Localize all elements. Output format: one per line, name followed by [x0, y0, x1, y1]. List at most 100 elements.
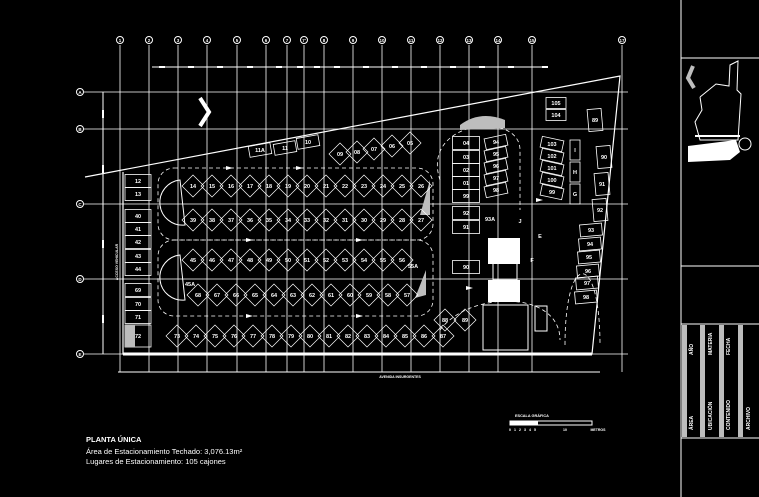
stall-number: 65 [252, 293, 258, 299]
stall-number: 95 [493, 152, 499, 158]
parking-stall [279, 324, 303, 348]
special-label: J [518, 219, 521, 225]
parking-stall [314, 174, 338, 198]
direction-arrow [246, 314, 253, 318]
service-room [534, 305, 548, 332]
side-access-label: ACCESO VEHICULAR [115, 243, 119, 280]
title-block-field: FECHA [726, 337, 732, 355]
dimension-text [314, 66, 320, 68]
stall-number: 44 [135, 267, 142, 273]
stall-number: 29 [380, 218, 386, 224]
parking-stall [539, 147, 565, 165]
stall-number: 97 [584, 281, 590, 287]
parking-stall [165, 324, 189, 348]
stall-number: 74 [193, 334, 200, 340]
stall-number: 24 [380, 184, 387, 190]
stall-number: 81 [326, 334, 332, 340]
stall-number: 16 [228, 184, 234, 190]
stall-number: 26 [418, 184, 424, 190]
grid-row-label: E [78, 352, 81, 357]
parking-stall [238, 248, 262, 272]
special-label: 55A [408, 264, 418, 270]
service-rooms [482, 304, 529, 351]
parking-stall [260, 324, 284, 348]
parking-stall [586, 107, 604, 133]
north-arrow-chevron [198, 96, 212, 128]
stall-number: 36 [247, 218, 253, 224]
stall-number: 03 [463, 155, 469, 161]
parking-stall [219, 174, 243, 198]
parking-stall [200, 248, 224, 272]
stall-number: 42 [135, 240, 141, 246]
stall-number: 100 [547, 178, 556, 184]
grid-column-label: 13 [466, 38, 472, 43]
grid-bubble [76, 350, 84, 358]
parking-stall [579, 222, 603, 238]
covered-area-note: Área de Estacionamiento Techado: 3,076.1… [86, 447, 243, 456]
direction-arrow [356, 238, 363, 242]
stall-number: 54 [361, 258, 368, 264]
dimension-text [217, 66, 223, 68]
title-block-field: ARCHIVO [746, 407, 752, 430]
grid-bubble [203, 36, 211, 44]
parking-stall [390, 248, 414, 272]
dimension-text [392, 66, 398, 68]
parking-stall [184, 324, 208, 348]
stall-number: 88 [442, 318, 448, 324]
stall-number: 19 [285, 184, 291, 190]
dimension-text [363, 66, 369, 68]
direction-arrow [226, 166, 233, 170]
grid-column-label: 10 [379, 38, 385, 43]
stall-number: 68 [195, 293, 201, 299]
title-block-strip [738, 325, 743, 437]
parking-stall [409, 208, 433, 232]
stall-hatch [125, 325, 135, 347]
grid-bubble [407, 36, 415, 44]
stall-number: 96 [585, 269, 591, 275]
parking-stall [219, 248, 243, 272]
parking-stall [200, 174, 224, 198]
parking-stall [574, 289, 598, 305]
stall-number: 93 [588, 228, 594, 234]
stall-number: 83 [364, 334, 370, 340]
grid-bubble [494, 36, 502, 44]
stall-number: 31 [342, 218, 348, 224]
stall-number: 90 [463, 265, 469, 271]
stall-number: 99 [463, 194, 469, 200]
stall-number: 56 [399, 258, 405, 264]
parking-stall [545, 97, 567, 109]
stall-number: 20 [304, 184, 310, 190]
stall-number: 57 [404, 293, 410, 299]
grid-column-label: 15 [529, 38, 535, 43]
parking-stall [409, 174, 433, 198]
elevator-shaft [492, 262, 518, 281]
stall-number: 76 [231, 334, 237, 340]
parking-stall [295, 208, 319, 232]
stall-number: 18 [266, 184, 272, 190]
stall-number: 41 [135, 227, 141, 233]
parking-stall [357, 283, 381, 307]
stall-number: 38 [209, 218, 215, 224]
parking-stall [591, 197, 609, 223]
parking-stall [376, 283, 400, 307]
planter-hatch [460, 116, 505, 130]
parking-stall [352, 208, 376, 232]
stall-number: 58 [385, 293, 391, 299]
stall-number: 11A [255, 148, 265, 154]
dimension-text [479, 66, 485, 68]
special-label: 45A [185, 282, 195, 288]
grid-row-label: B [78, 127, 82, 132]
dimension-text [247, 66, 253, 68]
parking-stall [483, 133, 509, 151]
keyplan-roundabout [738, 137, 752, 151]
parking-stall [222, 324, 246, 348]
parking-stall [257, 174, 281, 198]
stall-number: 87 [440, 334, 446, 340]
grid-column-label: 5 [236, 38, 239, 43]
scale-tick-label: 5 [534, 428, 536, 432]
stall-number: 95 [586, 255, 592, 261]
scale-tick-label: 3 [524, 428, 526, 432]
